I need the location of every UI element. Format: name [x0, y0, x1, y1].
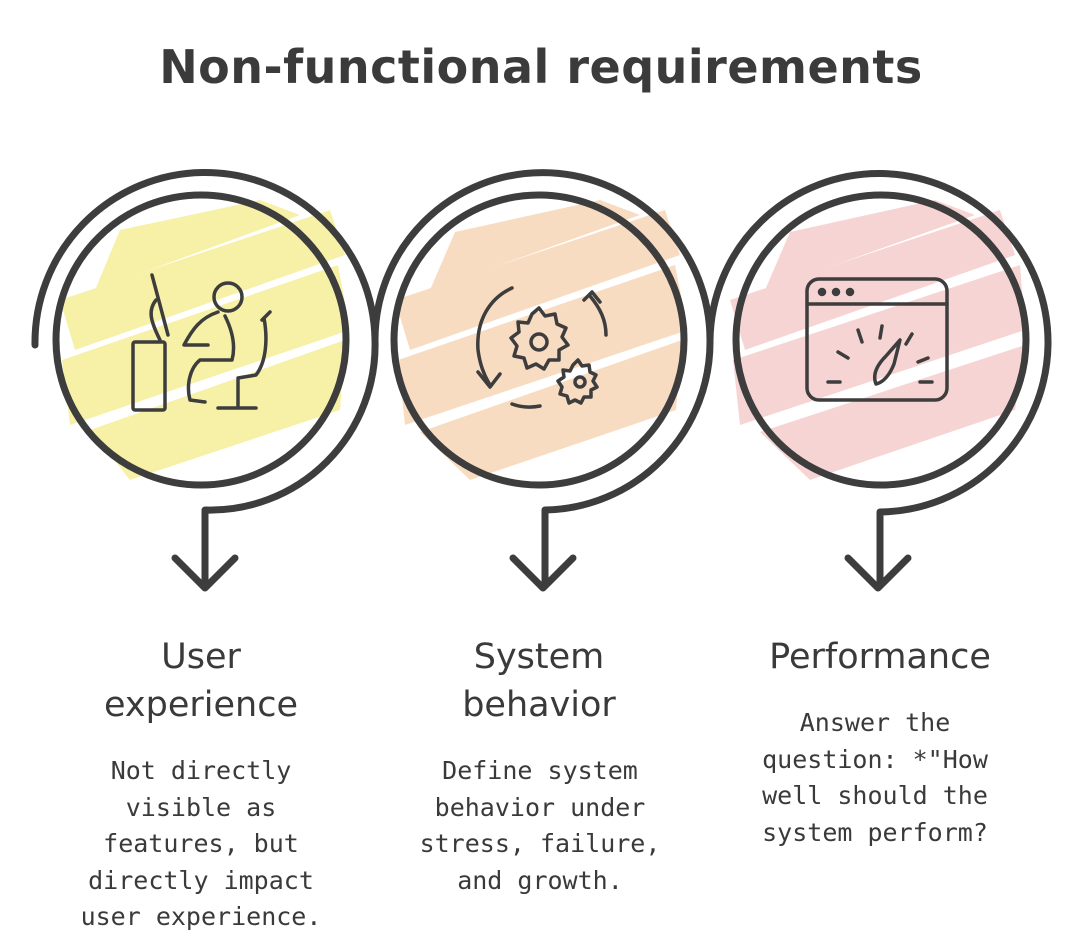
heading-system-behavior: System behavior	[462, 637, 616, 725]
connector-arc-3	[706, 170, 1052, 589]
connector-arc-2	[371, 169, 714, 589]
page-title: Non-functional requirements	[159, 40, 923, 94]
description-user-experience: Not directly visible as features, but di…	[80, 756, 322, 931]
heading-user-experience: User experience	[104, 637, 298, 725]
gears-cycle-icon	[476, 286, 608, 409]
arrow-down-icon	[509, 554, 577, 592]
arrow-down-icon	[844, 554, 912, 592]
speedometer-window-icon	[805, 277, 949, 402]
circle-3	[732, 191, 1030, 489]
highlight-fill-2	[395, 200, 688, 480]
circle-1	[52, 191, 350, 489]
connector-arc-1	[31, 169, 379, 589]
heading-performance: Performance	[769, 637, 991, 677]
circle-2	[390, 191, 688, 489]
description-system-behavior: Define system behavior under stress, fai…	[419, 756, 661, 895]
arrow-down-icon	[171, 554, 239, 592]
user-at-desk-icon	[131, 273, 272, 412]
description-performance: Answer the question: *"How well should t…	[762, 708, 988, 847]
